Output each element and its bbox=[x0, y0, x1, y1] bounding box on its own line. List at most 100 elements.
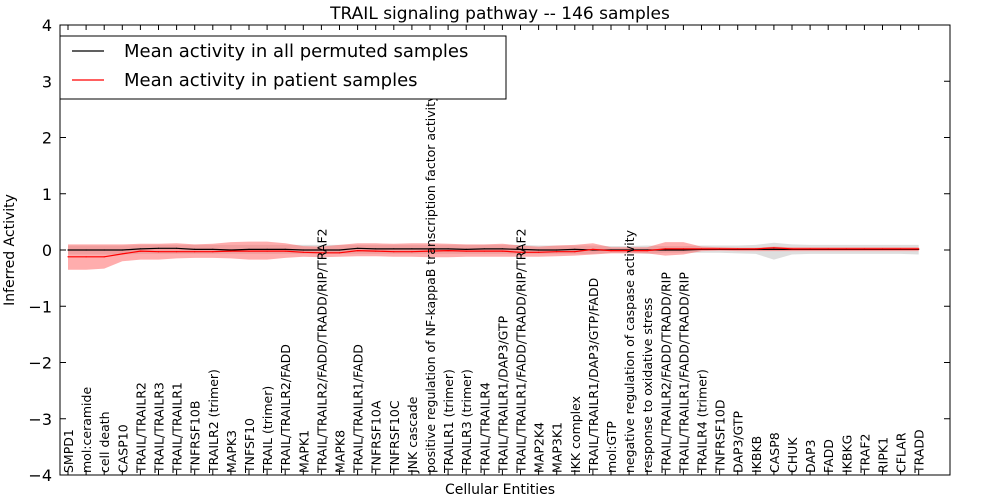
data-point-patient bbox=[447, 250, 449, 252]
legend-box bbox=[59, 35, 507, 100]
data-point-patient bbox=[338, 252, 341, 254]
x-tick-label: response to oxidative stress bbox=[640, 298, 655, 473]
x-tick-label: IKBKG bbox=[839, 435, 854, 473]
x-tick-label: TRAILR1 (trimer) bbox=[441, 369, 456, 474]
x-tick-label: MAPK3 bbox=[224, 430, 239, 473]
legend: Mean activity in all permuted samples Me… bbox=[59, 35, 507, 100]
data-point-permuted bbox=[465, 248, 467, 250]
x-tick-label: SMPD1 bbox=[61, 429, 76, 473]
x-tick-label: TNFRSF10A bbox=[369, 400, 384, 474]
data-point-permuted bbox=[139, 248, 141, 250]
data-point-permuted bbox=[176, 247, 178, 249]
x-tick-label: FADD bbox=[821, 439, 836, 473]
data-point-permuted bbox=[302, 249, 304, 251]
data-point-permuted bbox=[230, 249, 232, 251]
y-tick-label: −3 bbox=[28, 410, 52, 429]
x-tick-label: TRAIL/TRAILR2/FADD/TRADD/RIP bbox=[658, 272, 673, 474]
x-tick-label: cell death bbox=[97, 411, 112, 473]
data-point-patient bbox=[881, 248, 884, 250]
data-point-permuted bbox=[248, 248, 250, 250]
plot-frame bbox=[59, 24, 951, 476]
x-tick-label: TRAIL/TRAILR1 bbox=[170, 382, 185, 474]
x-tick-label: mol:ceramide bbox=[79, 387, 94, 473]
data-point-patient bbox=[357, 250, 359, 252]
data-point-permuted bbox=[483, 248, 485, 250]
x-tick-label: TRADD bbox=[912, 429, 927, 474]
data-point-permuted bbox=[574, 248, 576, 250]
data-point-permuted bbox=[411, 248, 413, 250]
x-tick-label: TNFRSF10C bbox=[387, 400, 402, 474]
data-point-patient bbox=[103, 256, 105, 258]
x-tick-label: CFLAR bbox=[894, 432, 909, 473]
data-point-patient bbox=[501, 250, 503, 252]
data-point-patient bbox=[176, 251, 178, 253]
x-tick-label: DAP3 bbox=[803, 440, 818, 473]
x-tick-label: TRAIL/TRAILR1/DAP3/GTP bbox=[495, 315, 510, 474]
line-permuted bbox=[68, 247, 919, 251]
data-point-patient bbox=[755, 248, 757, 250]
data-point-patient bbox=[157, 251, 160, 253]
x-tick-label: TRAILR2 (trimer) bbox=[206, 369, 221, 474]
data-point-patient bbox=[194, 251, 196, 253]
data-point-permuted bbox=[519, 248, 522, 250]
data-point-patient bbox=[664, 248, 666, 250]
x-tick-label: TRAF2 bbox=[857, 433, 872, 474]
data-point-patient bbox=[266, 250, 268, 252]
data-point-patient bbox=[556, 251, 558, 253]
y-tick-label: 2 bbox=[42, 129, 52, 148]
data-point-patient bbox=[827, 248, 829, 250]
x-tick-label: TRAILR4 (trimer) bbox=[695, 369, 710, 474]
y-tick-label: −1 bbox=[28, 297, 52, 316]
data-point-patient bbox=[791, 248, 793, 250]
x-tick-label: DAP3/GTP bbox=[731, 410, 746, 473]
data-point-permuted bbox=[375, 248, 377, 250]
data-point-patient bbox=[483, 250, 485, 252]
x-tick-label: MAP2K4 bbox=[532, 422, 547, 473]
y-tick-label: 0 bbox=[42, 241, 52, 260]
data-point-patient bbox=[700, 248, 703, 250]
data-point-permuted bbox=[320, 249, 322, 251]
confidence-bands bbox=[68, 241, 919, 270]
x-tick-label: negative regulation of caspase activity bbox=[622, 229, 637, 473]
data-point-permuted bbox=[67, 249, 69, 251]
data-point-patient bbox=[393, 251, 395, 253]
y-tick-label: 4 bbox=[42, 16, 52, 35]
data-point-patient bbox=[628, 250, 630, 252]
chart-title: TRAIL signaling pathway -- 146 samples bbox=[329, 4, 670, 24]
x-tick-label: TNFRSF10D bbox=[713, 399, 728, 474]
legend-label-patient: Mean activity in patient samples bbox=[124, 70, 418, 91]
x-tick-label: MAPK1 bbox=[296, 430, 311, 473]
data-point-permuted bbox=[682, 249, 685, 251]
data-point-permuted bbox=[194, 248, 196, 250]
data-point-permuted bbox=[266, 248, 268, 250]
data-point-permuted bbox=[393, 248, 395, 250]
data-point-patient bbox=[248, 250, 250, 252]
data-point-patient bbox=[682, 248, 685, 250]
data-point-patient bbox=[284, 250, 286, 252]
data-point-permuted bbox=[501, 248, 503, 250]
x-tick-label: mol:GTP bbox=[604, 421, 619, 473]
data-point-permuted bbox=[284, 248, 286, 250]
data-point-permuted bbox=[429, 248, 431, 250]
data-point-patient bbox=[719, 248, 721, 250]
x-tick-label: TRAIL/TRAILR1/FADD bbox=[351, 344, 366, 474]
data-point-permuted bbox=[212, 248, 214, 250]
data-point-patient bbox=[212, 251, 214, 253]
x-axis-label: Cellular Entities bbox=[445, 482, 555, 498]
x-tick-label: TRAIL/TRAILR2/FADD bbox=[278, 344, 293, 474]
y-tick-label: −2 bbox=[28, 354, 52, 373]
x-tick-label: positive regulation of NF-kappaB transcr… bbox=[423, 94, 438, 473]
data-point-patient bbox=[610, 250, 612, 252]
data-point-permuted bbox=[664, 249, 666, 251]
data-point-patient bbox=[646, 250, 648, 252]
data-point-permuted bbox=[447, 248, 449, 250]
data-point-patient bbox=[538, 251, 540, 253]
data-point-patient bbox=[375, 250, 377, 252]
x-tick-label: TRAIL/TRAILR1/DAP3/GTP/FADD bbox=[586, 278, 601, 474]
data-point-patient bbox=[809, 248, 811, 250]
data-point-permuted bbox=[773, 248, 775, 250]
data-point-patient bbox=[139, 250, 141, 252]
x-tick-label: IKBKB bbox=[749, 436, 764, 473]
